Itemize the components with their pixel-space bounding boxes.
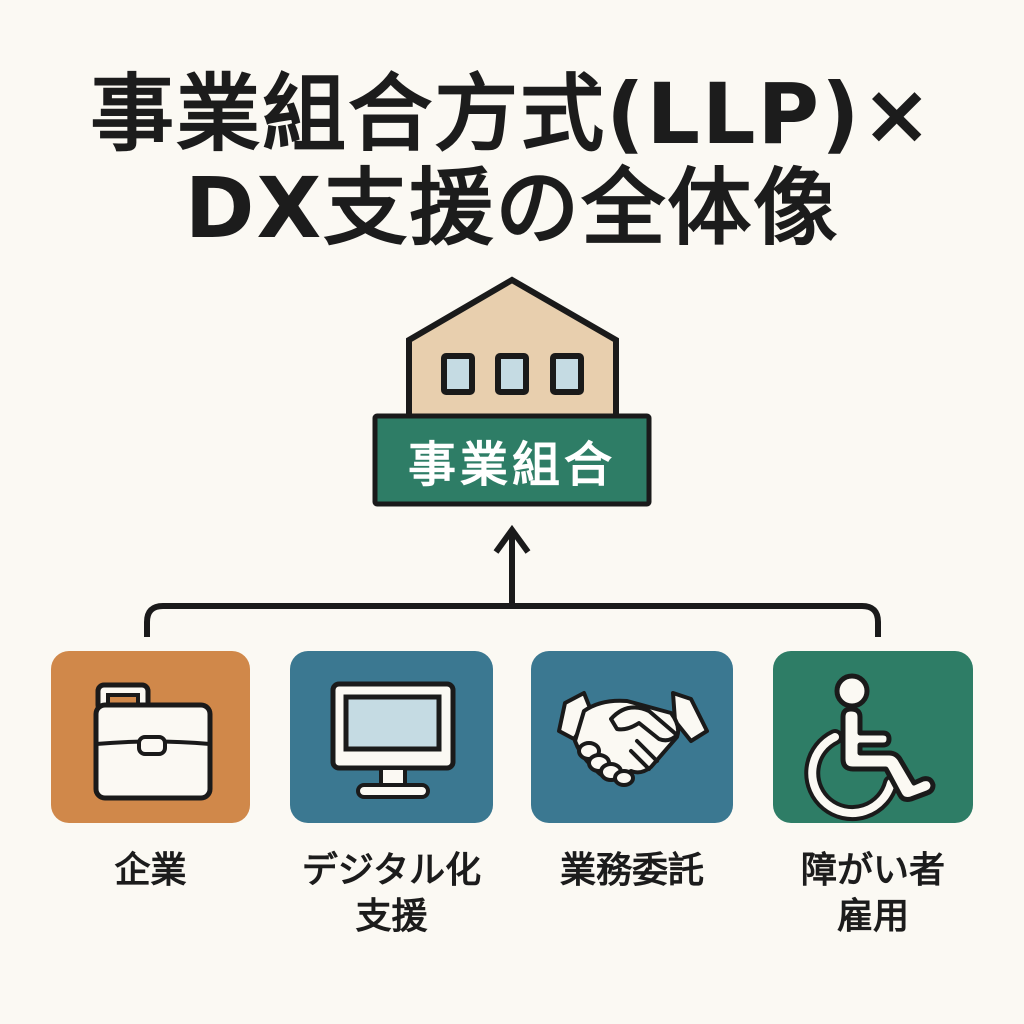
page-title-line1: 事業組合方式(LLP)× (90, 65, 934, 163)
member-label-line1: デジタル化 (301, 850, 482, 891)
member-card-company (51, 651, 250, 823)
building-icon (372, 276, 652, 507)
page-title-line2: DX支援の全体像 (184, 159, 840, 257)
member-card-digital-support (290, 651, 493, 823)
member-label-line1: 業務委託 (559, 850, 704, 891)
handshake-icon (557, 691, 709, 787)
member-label-line2: 支援 (355, 896, 428, 937)
member-label-line1: 企業 (114, 850, 187, 891)
member-label-digital-support: デジタル化 支援 (290, 848, 493, 940)
member-label-outsourcing: 業務委託 (531, 848, 733, 894)
member-label-company: 企業 (51, 848, 250, 894)
member-label-line1: 障がい者 (800, 850, 945, 891)
member-label-disability-employment: 障がい者 雇用 (773, 848, 973, 940)
member-label-line2: 雇用 (836, 896, 909, 937)
hub-label: 事業組合 (407, 437, 616, 493)
member-card-disability-employment (773, 651, 973, 823)
member-card-outsourcing (531, 651, 733, 823)
briefcase-icon (93, 682, 213, 801)
connector-bracket (144, 524, 881, 637)
monitor-icon (330, 681, 456, 799)
wheelchair-icon (804, 673, 936, 822)
